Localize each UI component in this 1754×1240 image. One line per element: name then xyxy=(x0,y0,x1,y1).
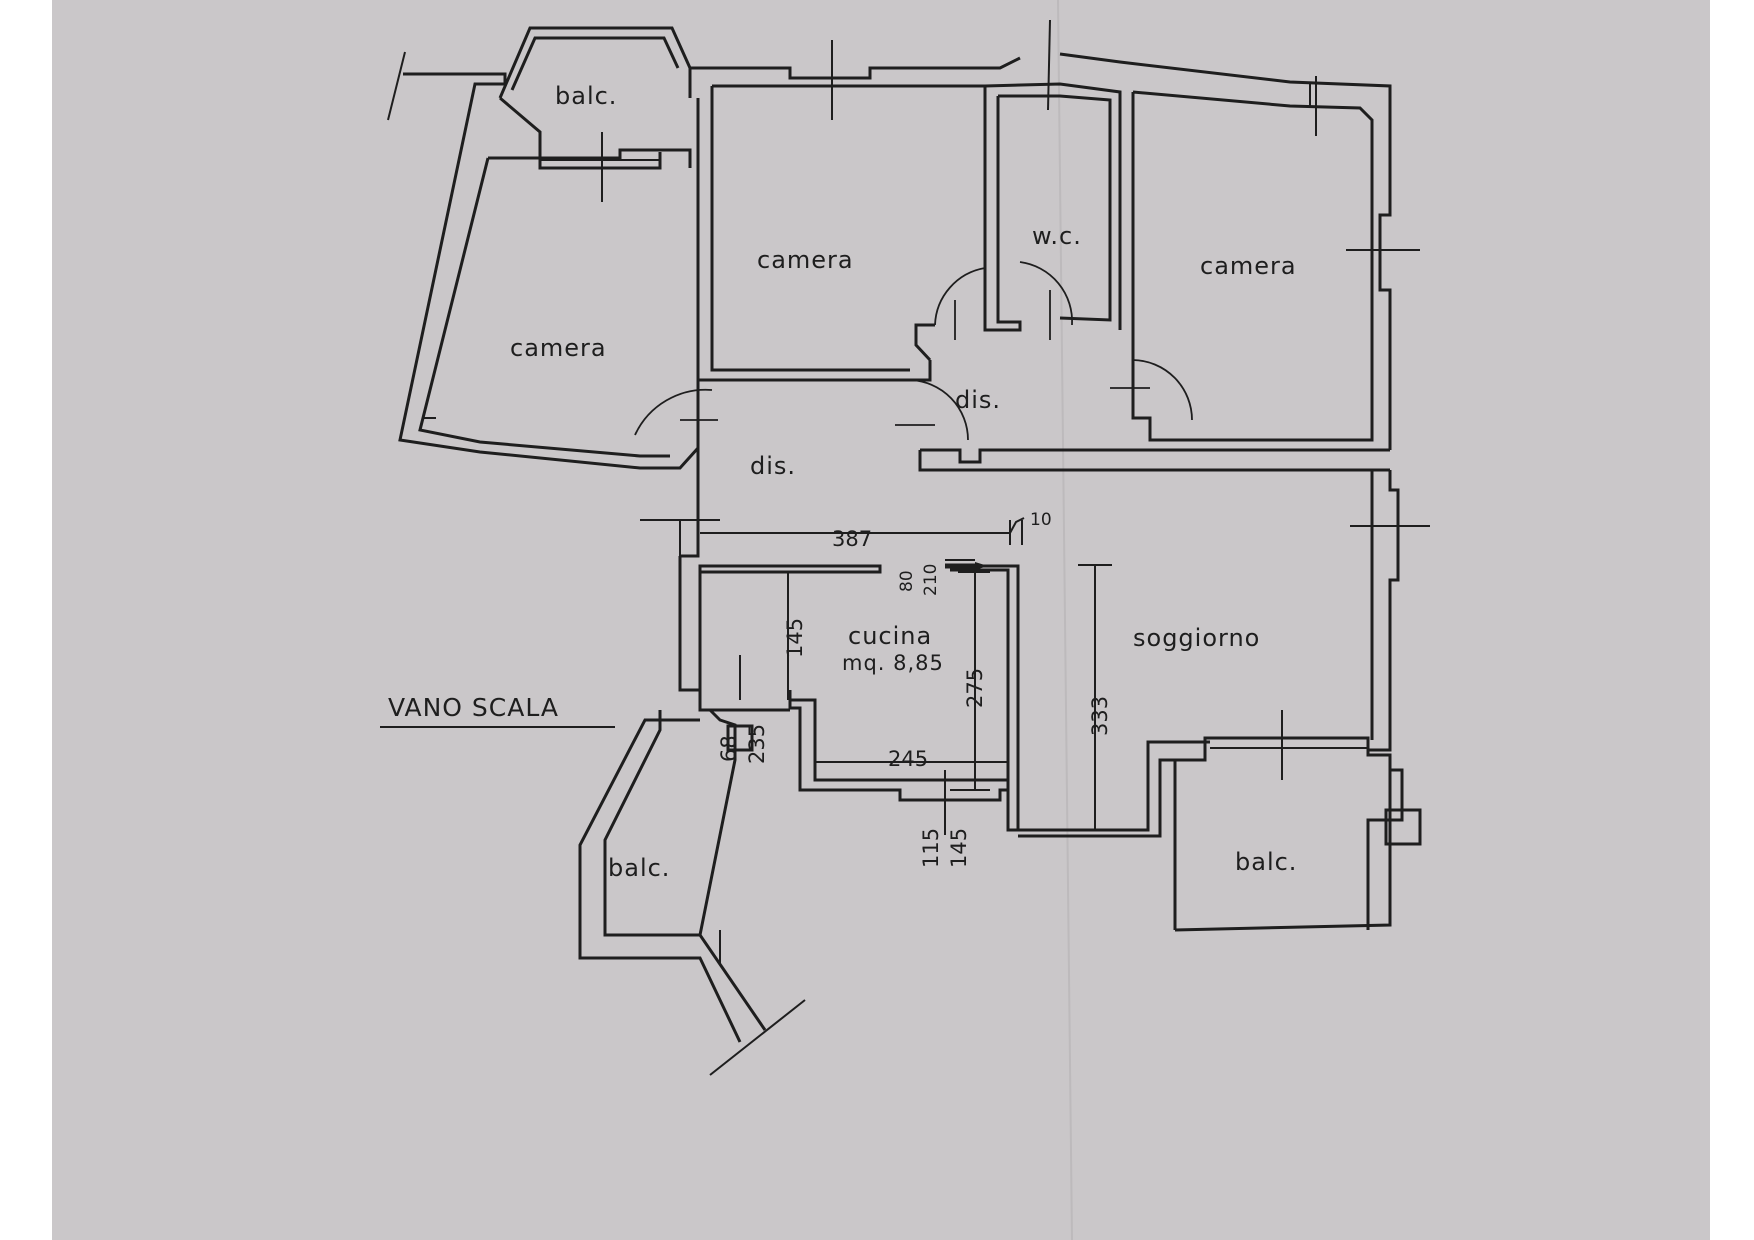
label-camera-right: camera xyxy=(1200,252,1297,280)
label-wc: w.c. xyxy=(1032,222,1082,250)
label-balc-top: balc. xyxy=(555,82,617,110)
label-cucina-area: mq. 8,85 xyxy=(842,651,944,675)
balcony-right xyxy=(1173,760,1422,932)
label-camera-center: camera xyxy=(757,246,854,274)
dim-210: 210 xyxy=(921,564,941,596)
dim-275: 275 xyxy=(963,668,987,708)
room-camera-right xyxy=(1059,52,1420,450)
balcony-top xyxy=(498,26,692,202)
dim-387: 387 xyxy=(832,527,872,551)
dim-68: 68 xyxy=(717,735,741,762)
room-camera-left xyxy=(387,51,700,470)
fold-crease xyxy=(1057,0,1073,1240)
room-dis-lower xyxy=(634,379,1390,560)
room-wc xyxy=(983,19,1122,332)
label-soggiorno: soggiorno xyxy=(1133,624,1260,652)
label-camera-left: camera xyxy=(510,334,607,362)
dim-245: 245 xyxy=(888,747,928,771)
balcony-left xyxy=(578,708,806,1076)
label-dis-lower: dis. xyxy=(750,452,796,480)
dim-333: 333 xyxy=(1088,696,1112,736)
room-camera-center xyxy=(690,40,1021,382)
dim-235: 235 xyxy=(745,724,769,764)
dimension-lines xyxy=(380,517,1112,831)
dim-145-window: 145 xyxy=(947,828,971,868)
room-dis-upper xyxy=(914,261,1193,421)
drawing-sheet xyxy=(52,0,1710,1240)
label-balc-left: balc. xyxy=(608,854,670,882)
dim-115: 115 xyxy=(919,828,943,868)
label-dis-upper: dis. xyxy=(955,386,1001,414)
dim-10: 10 xyxy=(1030,510,1052,530)
room-soggiorno xyxy=(1018,470,1430,930)
dim-80: 80 xyxy=(897,570,917,592)
dim-145-cucina: 145 xyxy=(783,618,807,658)
label-cucina: cucina xyxy=(848,622,932,650)
label-vano-scala: VANO SCALA xyxy=(388,693,559,722)
label-balc-right: balc. xyxy=(1235,848,1297,876)
